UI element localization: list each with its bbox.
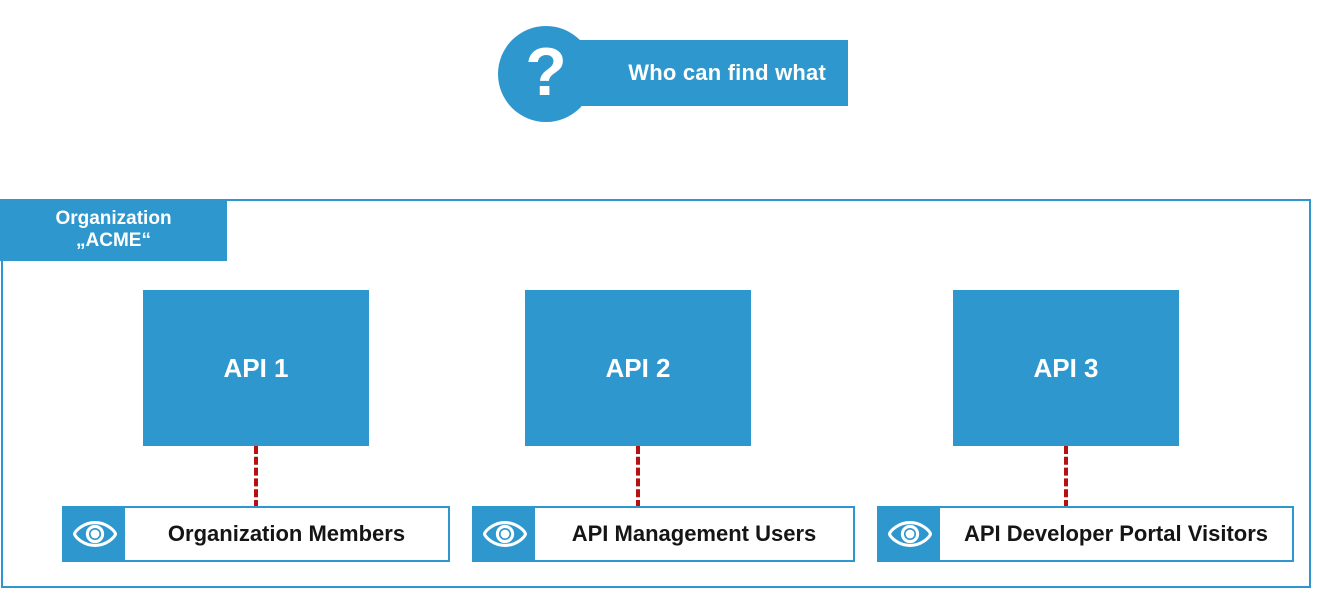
- callout-title: Who can find what: [628, 60, 826, 85]
- organization-label-tab: Organization „ACME“: [0, 199, 227, 261]
- audience-label: Organization Members: [167, 521, 406, 546]
- audience-label: API Developer Portal Visitors: [963, 521, 1269, 546]
- organization-label-line-1: Organization: [55, 207, 172, 229]
- eye-icon: [474, 508, 535, 560]
- api-box-label: API 1: [223, 352, 289, 383]
- api-box-3[interactable]: API 3: [953, 290, 1179, 446]
- audience-box-api-developer-portal-visitors[interactable]: API Developer Portal Visitors: [877, 506, 1294, 562]
- audience-text-cell: API Developer Portal Visitors: [940, 508, 1292, 560]
- connector-api1-to-organization-members: [254, 446, 258, 508]
- organization-label-line-2: „ACME“: [76, 230, 151, 251]
- question-mark-icon: ?: [525, 34, 567, 110]
- api-box-label: API 2: [605, 352, 671, 383]
- audience-box-organization-members[interactable]: Organization Members: [62, 506, 450, 562]
- callout-circle: [498, 26, 594, 122]
- api-box-2[interactable]: API 2: [525, 290, 751, 446]
- eye-icon: [879, 508, 940, 560]
- connector-api3-to-api-developer-portal-visitors: [1064, 446, 1068, 508]
- audience-text-cell: API Management Users: [535, 508, 853, 560]
- connector-api2-to-api-management-users: [636, 446, 640, 508]
- eye-icon: [64, 508, 125, 560]
- audience-text-cell: Organization Members: [125, 508, 448, 560]
- audience-box-api-management-users[interactable]: API Management Users: [472, 506, 855, 562]
- api-box-label: API 3: [1033, 352, 1099, 383]
- api-box-1[interactable]: API 1: [143, 290, 369, 446]
- callout-banner: Who can find what: [556, 40, 848, 106]
- audience-label: API Management Users: [571, 521, 817, 546]
